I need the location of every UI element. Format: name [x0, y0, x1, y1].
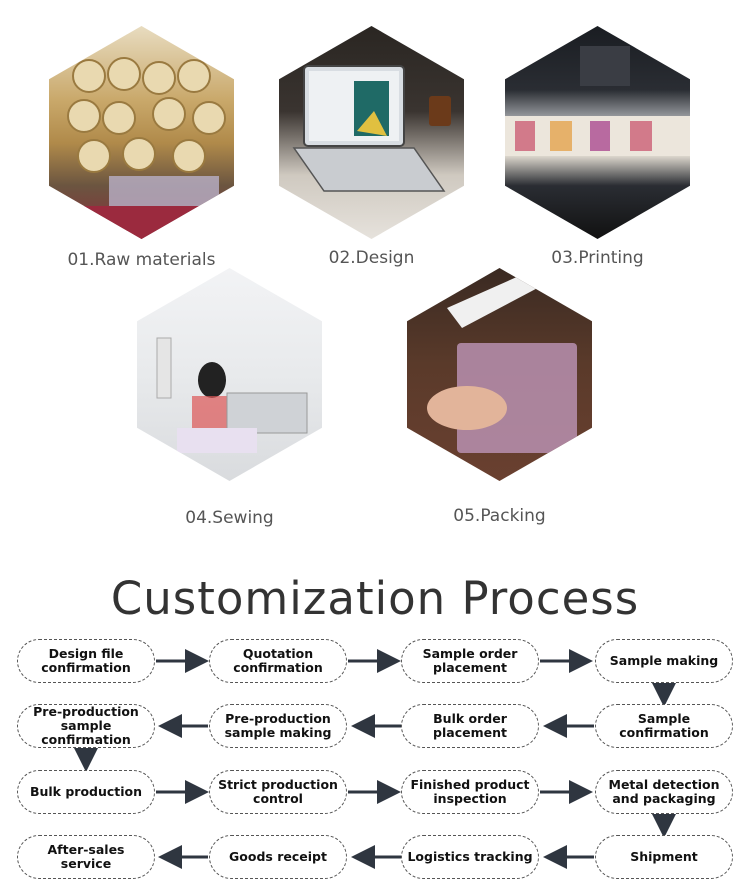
node-bulk-order-placement: Bulk order placement	[401, 704, 539, 748]
node-logistics-tracking: Logistics tracking	[401, 835, 539, 879]
node-sample-order-placement: Sample order placement	[401, 639, 539, 683]
process-title: Customization Process	[110, 572, 640, 625]
node-shipment: Shipment	[595, 835, 733, 879]
step-design-label: 02.Design	[328, 248, 415, 268]
node-sample-making: Sample making	[595, 639, 733, 683]
node-bulk-production: Bulk production	[17, 770, 155, 814]
node-pre-production-sample-confirmation: Pre-production sample confirmation	[17, 704, 155, 748]
step-printing-label: 03.Printing	[551, 248, 644, 268]
node-strict-production-control: Strict production control	[209, 770, 347, 814]
design-photo	[279, 26, 464, 239]
step-packing-label: 05.Packing	[453, 506, 546, 526]
node-quotation-confirmation: Quotation confirmation	[209, 639, 347, 683]
step-sewing-label: 04.Sewing	[185, 508, 274, 528]
packing-photo	[407, 268, 592, 481]
node-finished-product-inspection: Finished product inspection	[401, 770, 539, 814]
node-design-file-confirmation: Design file confirmation	[17, 639, 155, 683]
node-after-sales-service: After-sales service	[17, 835, 155, 879]
node-sample-confirmation: Sample confirmation	[595, 704, 733, 748]
node-metal-detection-and-packaging: Metal detection and packaging	[595, 770, 733, 814]
node-pre-production-sample-making: Pre-production sample making	[209, 704, 347, 748]
node-goods-receipt: Goods receipt	[209, 835, 347, 879]
step-raw-materials-label: 01.Raw materials	[67, 250, 216, 270]
